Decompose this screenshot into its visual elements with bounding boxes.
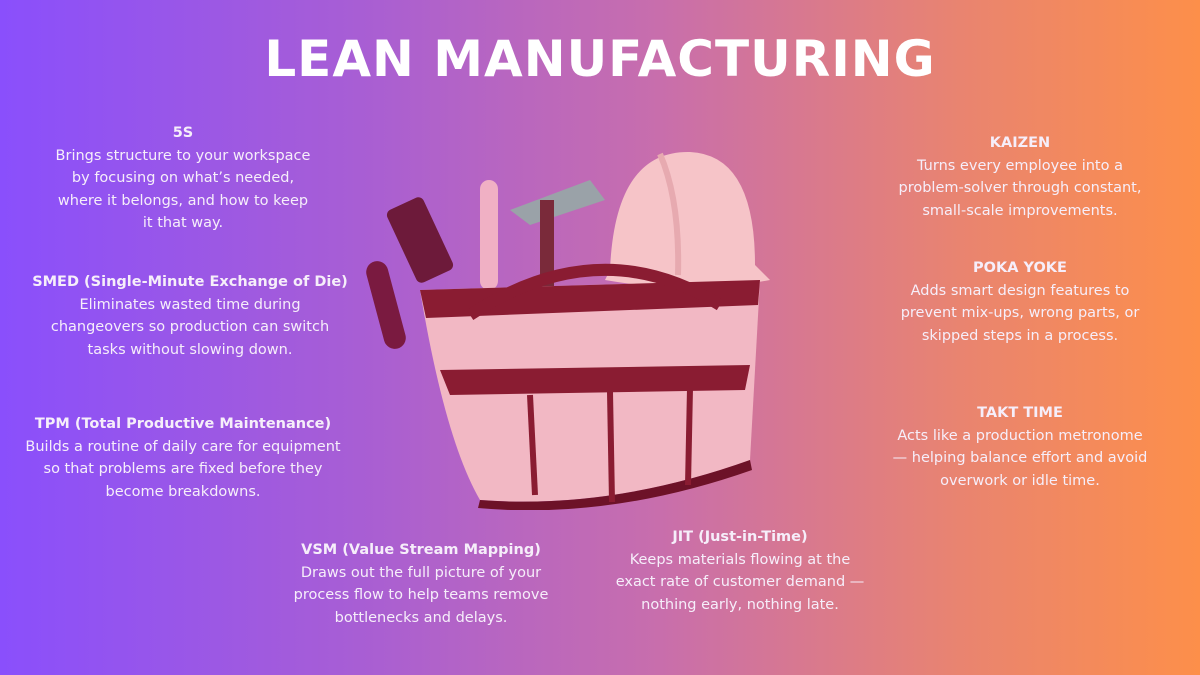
concept-heading: KAIZEN [989, 135, 1051, 151]
concept-text: become breakdowns. [105, 483, 261, 500]
concept-text: process flow to help teams remove [293, 587, 549, 603]
concept-tpm: TPM (Total Productive Maintenance) Build… [3, 413, 363, 503]
concept-text: it that way. [142, 215, 224, 231]
concept-text: overwork or idle time. [940, 472, 1100, 489]
concept-text: Acts like a production metronome [897, 427, 1143, 444]
concept-text: tasks without slowing down. [87, 341, 293, 358]
concept-heading: JIT (Just-in-Time) [672, 529, 808, 545]
concept-smed: SMED (Single-Minute Exchange of Die) Eli… [10, 271, 370, 361]
concept-text: Brings structure to your workspace [55, 147, 311, 164]
concept-vsm: VSM (Value Stream Mapping) Draws out the… [241, 539, 601, 629]
concept-heading: TPM (Total Productive Maintenance) [34, 416, 332, 432]
concept-text: by focusing on what’s needed, [71, 170, 295, 186]
concept-poka-yoke: POKA YOKE Adds smart design features to … [840, 257, 1200, 347]
concept-text: Draws out the full picture of your [300, 564, 542, 581]
concept-text: prevent mix-ups, wrong parts, or [900, 305, 1140, 321]
tool-bag-with-hard-hat-icon [366, 151, 770, 510]
concept-jit: JIT (Just-in-Time) Keeps materials flowi… [560, 526, 920, 616]
concept-heading: VSM (Value Stream Mapping) [301, 542, 541, 558]
concept-takt-time: TAKT TIME Acts like a production metrono… [840, 402, 1200, 492]
concept-text: exact rate of customer demand — [615, 574, 865, 590]
concept-text: bottlenecks and delays. [334, 609, 508, 626]
concept-5s: 5S Brings structure to your workspace by… [3, 122, 363, 235]
concept-heading: 5S [172, 125, 194, 141]
page-title: LEAN MANUFACTURING [264, 30, 936, 88]
concept-text: problem-solver through constant, [898, 180, 1142, 196]
concept-text: where it belongs, and how to keep [57, 192, 309, 209]
concept-text: Eliminates wasted time during [79, 296, 301, 313]
concept-text: Adds smart design features to [910, 282, 1130, 299]
concept-text: Keeps materials flowing at the [629, 551, 851, 568]
concept-text: nothing early, nothing late. [641, 596, 839, 613]
concept-text: — helping balance effort and avoid [892, 450, 1148, 466]
concept-heading: TAKT TIME [977, 405, 1063, 421]
concept-text: small-scale improvements. [922, 202, 1118, 219]
concept-text: Turns every employee into a [917, 157, 1123, 174]
concept-heading: SMED (Single-Minute Exchange of Die) [32, 274, 348, 290]
concept-heading: POKA YOKE [973, 260, 1067, 276]
concept-text: so that problems are fixed before they [43, 461, 323, 477]
hard-hat-icon [605, 151, 770, 288]
concept-text: changeovers so production can switch [50, 319, 330, 335]
concept-text: Builds a routine of daily care for equip… [25, 438, 341, 455]
concept-text: skipped steps in a process. [921, 327, 1119, 344]
tools-icon [366, 180, 605, 349]
concept-kaizen: KAIZEN Turns every employee into a probl… [840, 132, 1200, 222]
